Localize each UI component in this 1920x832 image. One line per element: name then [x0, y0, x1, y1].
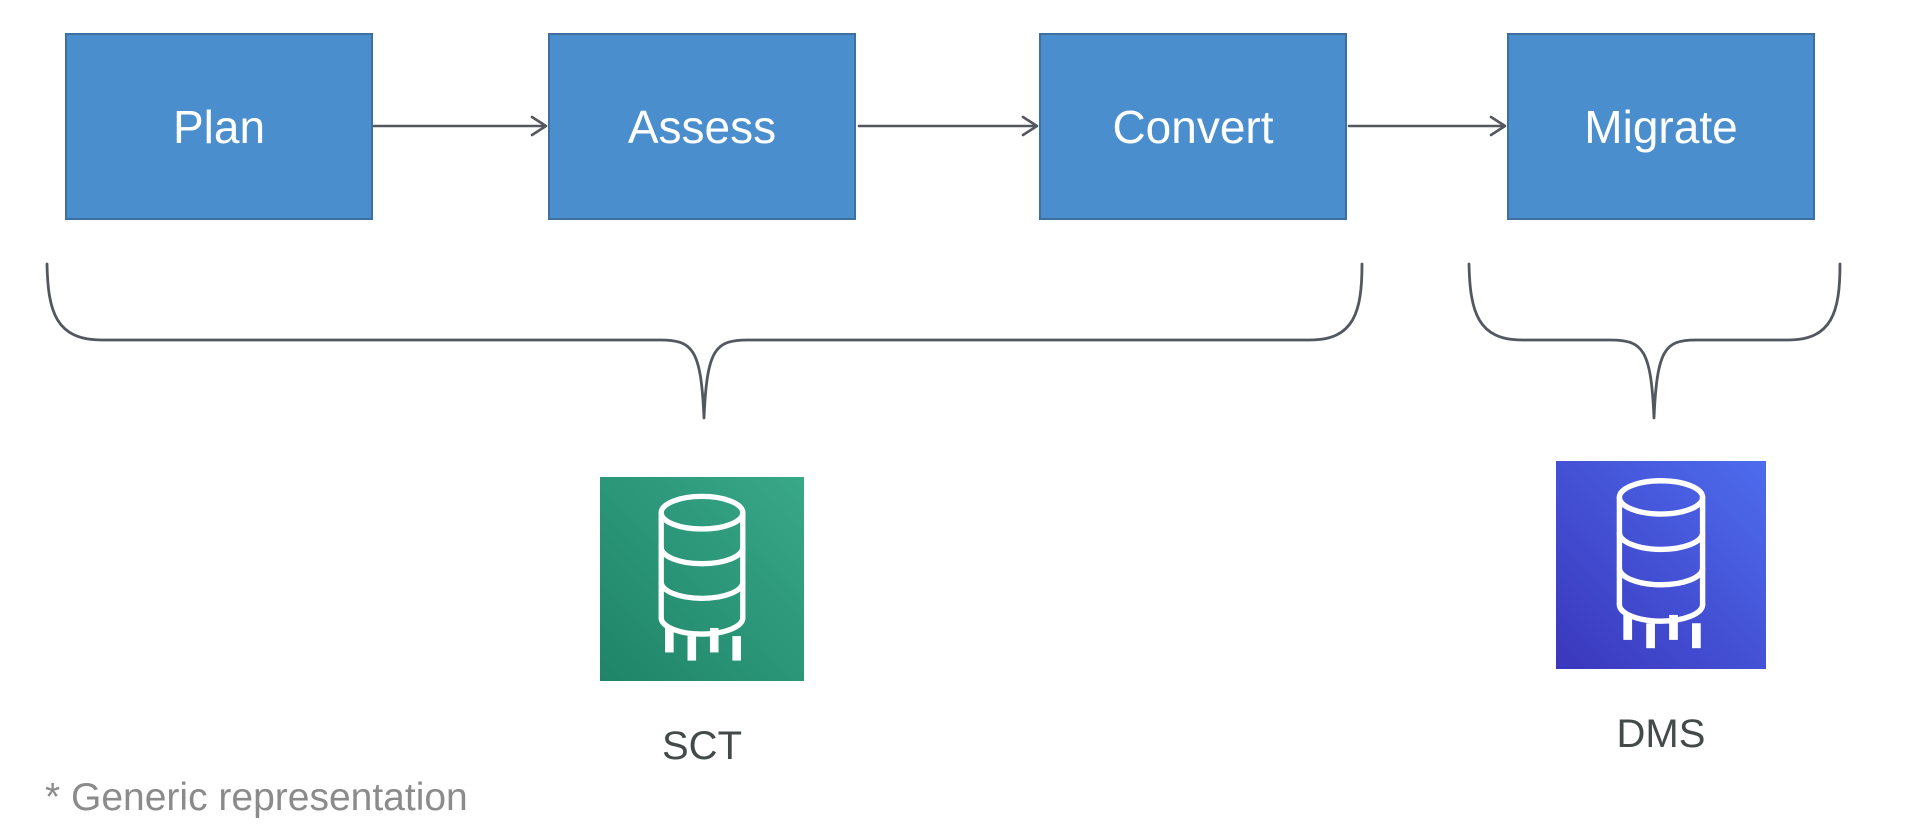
brace-sct-group [45, 262, 1364, 420]
step-box-plan: Plan [65, 33, 373, 220]
step-label-convert: Convert [1112, 100, 1274, 153]
step-box-migrate: Migrate [1507, 33, 1815, 220]
database-icon [1616, 478, 1706, 649]
step-label-assess: Assess [627, 100, 777, 153]
step-label-plan: Plan [172, 100, 266, 153]
arrow-assess-to-convert [857, 115, 1039, 137]
step-box-assess: Assess [548, 33, 856, 220]
step-label-migrate: Migrate [1584, 100, 1738, 153]
sct-label: SCT [662, 724, 742, 768]
dms-label: DMS [1616, 712, 1706, 756]
database-icon [658, 493, 746, 661]
footnote: * Generic representation [45, 776, 468, 819]
brace-dms-group [1467, 262, 1842, 420]
step-box-convert: Convert [1039, 33, 1347, 220]
dms-service-tile [1556, 461, 1766, 669]
arrow-plan-to-assess [372, 115, 548, 137]
sct-service-tile [600, 477, 804, 681]
arrow-convert-to-migrate [1347, 115, 1507, 137]
